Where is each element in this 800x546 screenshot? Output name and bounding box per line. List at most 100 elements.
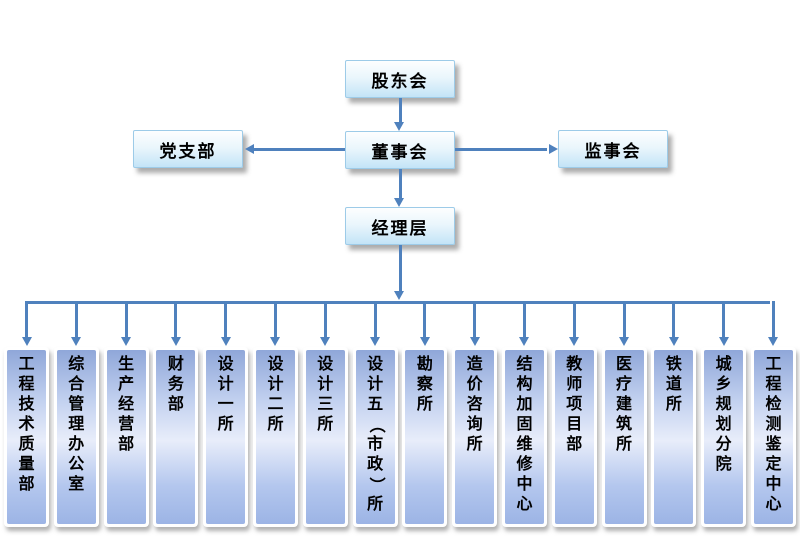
department-box: 设计一所 (203, 347, 249, 527)
department-label: 工程检测鉴定中心 (753, 350, 793, 524)
connector-board-management (399, 169, 402, 199)
departments-distribution-line (26, 301, 770, 304)
department-box: 教师项目部 (551, 347, 597, 527)
department-box: 综合管理办公室 (53, 347, 99, 527)
arrow-down-icon (121, 337, 132, 346)
connector-line (25, 301, 28, 337)
arrow-down-icon (668, 337, 679, 346)
department-box: 财务部 (153, 347, 199, 527)
department-box: 城乡规划分院 (701, 347, 747, 527)
department-label: 勘察所 (405, 350, 445, 524)
department-drop (303, 301, 348, 346)
department-drop (402, 301, 447, 346)
department-columns: 工程技术质量部 综合管理办公室 生产经营部 财务部 设计一所 设计二所 设计三所… (4, 347, 796, 527)
connector-board-party (253, 148, 345, 151)
node-supervisory-board: 监事会 (558, 130, 668, 168)
connector-line (672, 301, 676, 337)
department-drop (104, 301, 149, 346)
department-box: 设计五（市政）所 (352, 347, 398, 527)
connector-line (273, 301, 277, 337)
connector-line (323, 301, 327, 337)
connector-line (124, 301, 128, 337)
arrow-down-icon (519, 337, 530, 346)
department-box: 造价咨询所 (452, 347, 498, 527)
arrow-down-icon (21, 337, 32, 346)
department-drop (552, 301, 597, 346)
department-box: 设计二所 (252, 347, 298, 527)
department-label: 综合管理办公室 (56, 350, 96, 524)
connector-line (473, 301, 477, 337)
connector-management-departments (399, 245, 402, 292)
node-management-label: 经理层 (371, 218, 429, 238)
arrow-down-icon (270, 337, 281, 346)
department-drop (54, 301, 99, 346)
arrow-down-icon (619, 337, 630, 346)
department-label: 教师项目部 (554, 350, 594, 524)
connector-line (224, 301, 228, 337)
department-drop (153, 301, 198, 346)
department-drop (203, 301, 248, 346)
connector-line (622, 301, 626, 337)
arrow-down-icon (370, 337, 381, 346)
department-box: 铁道所 (651, 347, 697, 527)
arrow-down-icon (320, 337, 331, 346)
department-box: 生产经营部 (103, 347, 149, 527)
arrow-down-icon (419, 337, 430, 346)
arrow-down-icon (220, 337, 231, 346)
node-board-of-directors: 董事会 (345, 131, 455, 169)
connector-line (771, 301, 775, 337)
node-supervisory-label: 监事会 (584, 141, 642, 161)
arrow-down-icon (768, 337, 779, 346)
department-box: 工程技术质量部 (4, 347, 49, 527)
connector-board-supervisory (455, 148, 547, 151)
department-drop (253, 301, 298, 346)
department-label: 城乡规划分院 (704, 350, 744, 524)
connector-line (74, 301, 78, 337)
connector-line (373, 301, 377, 337)
arrow-down-icon (170, 337, 181, 346)
department-box: 设计三所 (302, 347, 348, 527)
node-shareholders-label: 股东会 (371, 71, 429, 91)
department-drop (751, 301, 796, 346)
connector-line (174, 301, 178, 337)
department-label: 工程技术质量部 (7, 350, 46, 524)
arrow-right-icon (549, 144, 558, 154)
arrow-down-icon (71, 337, 82, 346)
department-label: 设计三所 (305, 350, 345, 524)
connector-line (423, 301, 427, 337)
node-shareholders: 股东会 (345, 60, 455, 98)
department-drop (502, 301, 547, 346)
arrow-down-icon (394, 291, 404, 300)
department-box: 勘察所 (402, 347, 448, 527)
department-box: 医疗建筑所 (601, 347, 647, 527)
arrow-down-icon (569, 337, 580, 346)
department-label: 结构加固维修中心 (504, 350, 544, 524)
arrow-down-icon (718, 337, 729, 346)
node-party-branch-label: 党支部 (159, 141, 217, 161)
department-drop-arrows (4, 301, 796, 346)
department-drop (602, 301, 647, 346)
department-box: 工程检测鉴定中心 (750, 347, 796, 527)
department-label: 铁道所 (654, 350, 694, 524)
department-drop (4, 301, 49, 346)
arrow-down-icon (394, 122, 404, 131)
department-label: 财务部 (156, 350, 196, 524)
department-label: 医疗建筑所 (604, 350, 644, 524)
node-party-branch: 党支部 (133, 130, 243, 168)
department-label: 生产经营部 (106, 350, 146, 524)
arrow-left-icon (245, 144, 254, 154)
department-label: 设计一所 (206, 350, 246, 524)
department-box: 结构加固维修中心 (501, 347, 547, 527)
node-management-layer: 经理层 (345, 207, 455, 245)
department-drop (701, 301, 746, 346)
department-label: 造价咨询所 (455, 350, 495, 524)
department-drop (353, 301, 398, 346)
department-drop (452, 301, 497, 346)
connector-line (722, 301, 726, 337)
department-label: 设计五（市政）所 (355, 350, 395, 524)
department-label: 设计二所 (255, 350, 295, 524)
arrow-down-icon (469, 337, 480, 346)
connector-line (572, 301, 576, 337)
arrow-down-icon (394, 198, 404, 207)
